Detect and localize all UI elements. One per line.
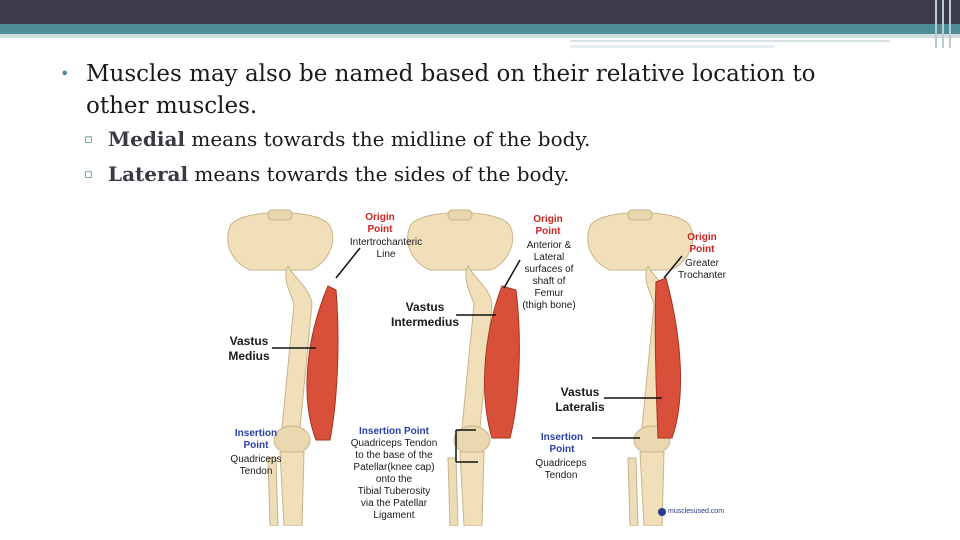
sub-bullet-medial: ▫ Medial means towards the midline of th… [60, 122, 880, 157]
origin-point-label: Origin Point [672, 232, 732, 256]
origin-detail-label: Anterior & Lateral surfaces of shaft of … [514, 240, 584, 312]
decorative-stripe [942, 0, 944, 48]
square-bullet-icon: ▫ [84, 157, 93, 192]
bullet-list: • Muscles may also be named based on the… [60, 58, 880, 192]
origin-point-label: Origin Point [518, 214, 578, 238]
decorative-stripe [949, 0, 951, 48]
muscle-label-vastus-lateralis: Vastus Lateralis [542, 385, 618, 415]
vastus-lateralis-muscle [655, 278, 680, 438]
insertion-detail-label: Quadriceps Tendon [226, 454, 286, 478]
term-lateral: Lateral [108, 162, 188, 186]
bullet-item: • Muscles may also be named based on the… [60, 58, 880, 122]
pelvis-bone [228, 213, 333, 271]
bullet-dot-icon: • [60, 58, 69, 90]
insertion-detail-label: Quadriceps Tendon to the base of the Pat… [334, 438, 454, 522]
muscle-label-vastus-intermedius: Vastus Intermedius [380, 300, 470, 330]
vertebra-bone [448, 210, 472, 220]
vertebra-bone [628, 210, 652, 220]
definition-lateral: means towards the sides of the body. [188, 162, 569, 186]
insertion-point-label: Insertion Point [226, 428, 286, 452]
origin-point-label: Origin Point [350, 212, 410, 236]
decorative-line [570, 45, 775, 48]
muscle-label-vastus-medius: Vastus Medius [222, 334, 276, 364]
origin-detail-label: Greater Trochanter [672, 258, 732, 282]
watermark-logo: musclesused.com [668, 508, 724, 515]
header-bar-light [0, 34, 960, 38]
origin-detail-label: Intertrochanteric Line [336, 237, 436, 261]
vertebra-bone [268, 210, 292, 220]
sub-bullet-lateral: ▫ Lateral means towards the sides of the… [60, 157, 880, 192]
tibia-bone [460, 452, 484, 526]
header-bar-teal [0, 24, 960, 34]
square-bullet-icon: ▫ [84, 122, 93, 157]
leg-anatomy-illustration [220, 208, 732, 526]
decorative-line [570, 40, 890, 42]
bullet-text: Muscles may also be named based on their… [86, 61, 815, 119]
term-medial: Medial [108, 127, 185, 151]
quadriceps-figure: Origin Point Intertrochanteric Line Vast… [220, 208, 732, 526]
insertion-point-label: Insertion Point [344, 426, 444, 438]
fibula-bone [628, 458, 638, 526]
watermark-icon [658, 508, 666, 516]
insertion-point-label: Insertion Point [532, 432, 592, 456]
insertion-detail-label: Quadriceps Tendon [528, 458, 594, 482]
header-bar-dark [0, 0, 960, 24]
decorative-stripe [935, 0, 937, 48]
definition-medial: means towards the midline of the body. [185, 127, 590, 151]
